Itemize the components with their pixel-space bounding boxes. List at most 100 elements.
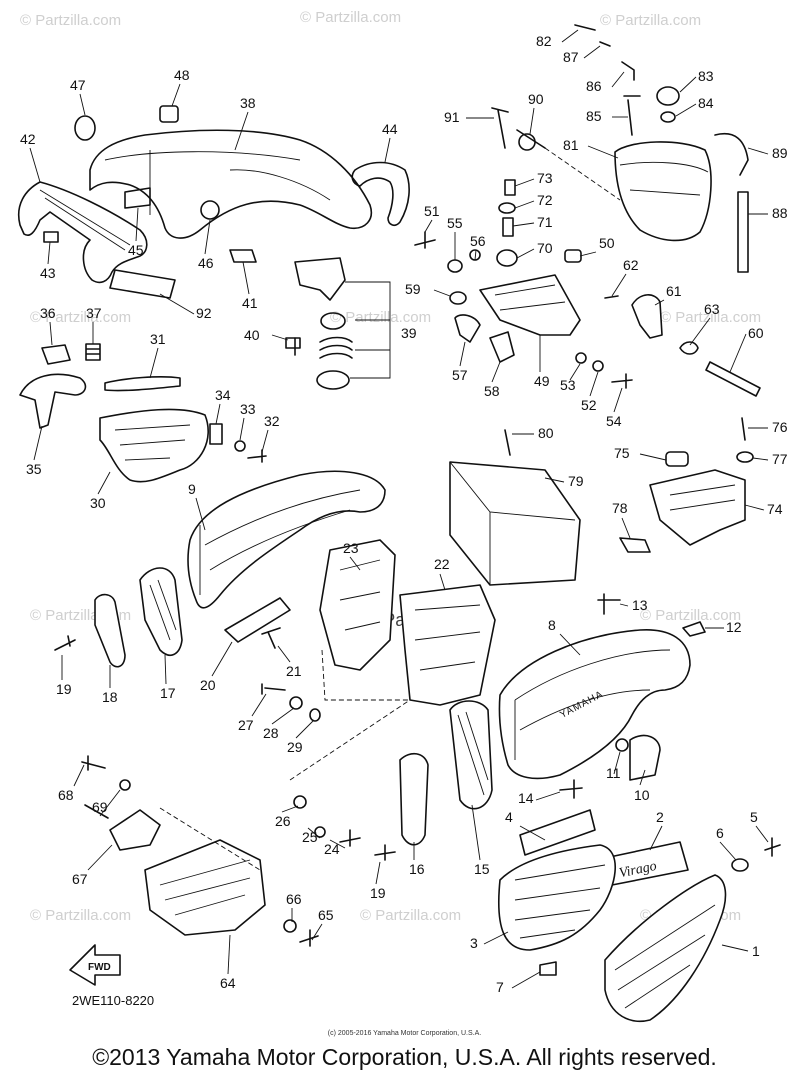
- part-49: [479, 274, 581, 336]
- callout-62: 62: [623, 257, 639, 273]
- part-20: [224, 597, 291, 643]
- callout-68: 68: [58, 787, 74, 803]
- callout-33: 33: [240, 401, 256, 417]
- callout-21: 21: [286, 663, 302, 679]
- callout-70: 70: [537, 240, 553, 256]
- part-shapes: YAMAHA Virago: [18, 24, 781, 1022]
- callout-72: 72: [537, 192, 553, 208]
- callout-24: 24: [324, 841, 340, 857]
- part-67: [109, 809, 161, 851]
- part-47: [74, 115, 96, 141]
- callout-52: 52: [581, 397, 597, 413]
- part-92: [109, 269, 176, 299]
- part-43: [43, 231, 59, 243]
- callout-34: 34: [215, 387, 231, 403]
- callout-29: 29: [287, 739, 303, 755]
- part-63: [679, 341, 699, 355]
- part-3-cover: [498, 844, 616, 951]
- callout-16: 16: [409, 861, 425, 877]
- part-39-bracket: [294, 257, 346, 301]
- watermark: © Partzilla.com: [640, 607, 741, 624]
- callout-12: 12: [726, 619, 742, 635]
- callout-63: 63: [704, 301, 720, 317]
- footer-copyright: ©2013 Yamaha Motor Corporation, U.S.A. A…: [92, 1044, 717, 1070]
- callout-5: 5: [750, 809, 758, 825]
- callout-81: 81: [563, 137, 579, 153]
- callout-51: 51: [424, 203, 440, 219]
- part-81-tank: [614, 141, 712, 242]
- small-copyright: (c) 2005-2016 Yamaha Motor Corporation, …: [327, 1030, 482, 1037]
- callout-14: 14: [518, 790, 534, 806]
- callout-25: 25: [302, 829, 318, 845]
- callout-61: 61: [666, 283, 682, 299]
- callout-46: 46: [198, 255, 214, 271]
- watermark: © Partzilla.com: [30, 309, 131, 326]
- callout-31: 31: [150, 331, 166, 347]
- callout-35: 35: [26, 461, 42, 477]
- callout-7: 7: [496, 979, 504, 995]
- callout-37: 37: [86, 305, 102, 321]
- callout-85: 85: [586, 108, 602, 124]
- callout-77: 77: [772, 451, 788, 467]
- diagram-code: 2WE110-8220: [72, 993, 155, 1008]
- callout-49: 49: [534, 373, 550, 389]
- callout-36: 36: [40, 305, 56, 321]
- part-46-emblem: [200, 200, 220, 220]
- callout-65: 65: [318, 907, 334, 923]
- part-89-hose: [714, 133, 749, 176]
- callout-23: 23: [343, 540, 359, 556]
- part-61: [631, 294, 663, 339]
- callout-15: 15: [474, 861, 490, 877]
- part-4-strip: [519, 809, 596, 856]
- callout-55: 55: [447, 215, 463, 231]
- part-37: [85, 343, 101, 361]
- callout-84: 84: [698, 95, 714, 111]
- part-9-cover: [187, 470, 386, 609]
- watermark: © Partzilla.com: [20, 12, 121, 29]
- callout-66: 66: [286, 891, 302, 907]
- part-19-bolt: [54, 635, 76, 651]
- callout-13: 13: [632, 597, 648, 613]
- watermark: © Partzilla.com: [660, 309, 761, 326]
- callouts: 1 2 3 4 5 6 7 8 9 10 11 12 13 14 15 16 1…: [20, 33, 788, 995]
- callout-57: 57: [452, 367, 468, 383]
- part-88-hose: [737, 191, 749, 273]
- callout-53: 53: [560, 377, 576, 393]
- callout-78: 78: [612, 500, 628, 516]
- callout-32: 32: [264, 413, 280, 429]
- callout-4: 4: [505, 809, 513, 825]
- callout-48: 48: [174, 67, 190, 83]
- part-18: [94, 593, 126, 668]
- callout-50: 50: [599, 235, 615, 251]
- part-60: [705, 361, 761, 397]
- callout-69: 69: [92, 799, 108, 815]
- callout-71: 71: [537, 214, 553, 230]
- callout-88: 88: [772, 205, 788, 221]
- callout-83: 83: [698, 68, 714, 84]
- callout-19: 19: [56, 681, 72, 697]
- part-74: [649, 469, 746, 546]
- callout-56: 56: [470, 233, 486, 249]
- part-1-cover: [604, 874, 727, 1022]
- part-16: [399, 752, 429, 846]
- callout-54: 54: [606, 413, 622, 429]
- callout-28: 28: [263, 725, 279, 741]
- part-79-box: [449, 461, 581, 586]
- callout-91: 91: [444, 109, 460, 125]
- callout-79: 79: [568, 473, 584, 489]
- callout-1: 1: [752, 943, 760, 959]
- callout-75: 75: [614, 445, 630, 461]
- part-36: [41, 344, 71, 365]
- callout-92: 92: [196, 305, 212, 321]
- callout-45: 45: [128, 242, 144, 258]
- callout-58: 58: [484, 383, 500, 399]
- callout-67: 67: [72, 871, 88, 887]
- watermark: © Partzilla.com: [30, 907, 131, 924]
- callout-42: 42: [20, 131, 36, 147]
- fwd-arrow: [69, 944, 121, 986]
- callout-19b: 19: [370, 885, 386, 901]
- part-31: [104, 376, 181, 392]
- callout-2: 2: [656, 809, 664, 825]
- part-48: [159, 105, 179, 123]
- callout-18: 18: [102, 689, 118, 705]
